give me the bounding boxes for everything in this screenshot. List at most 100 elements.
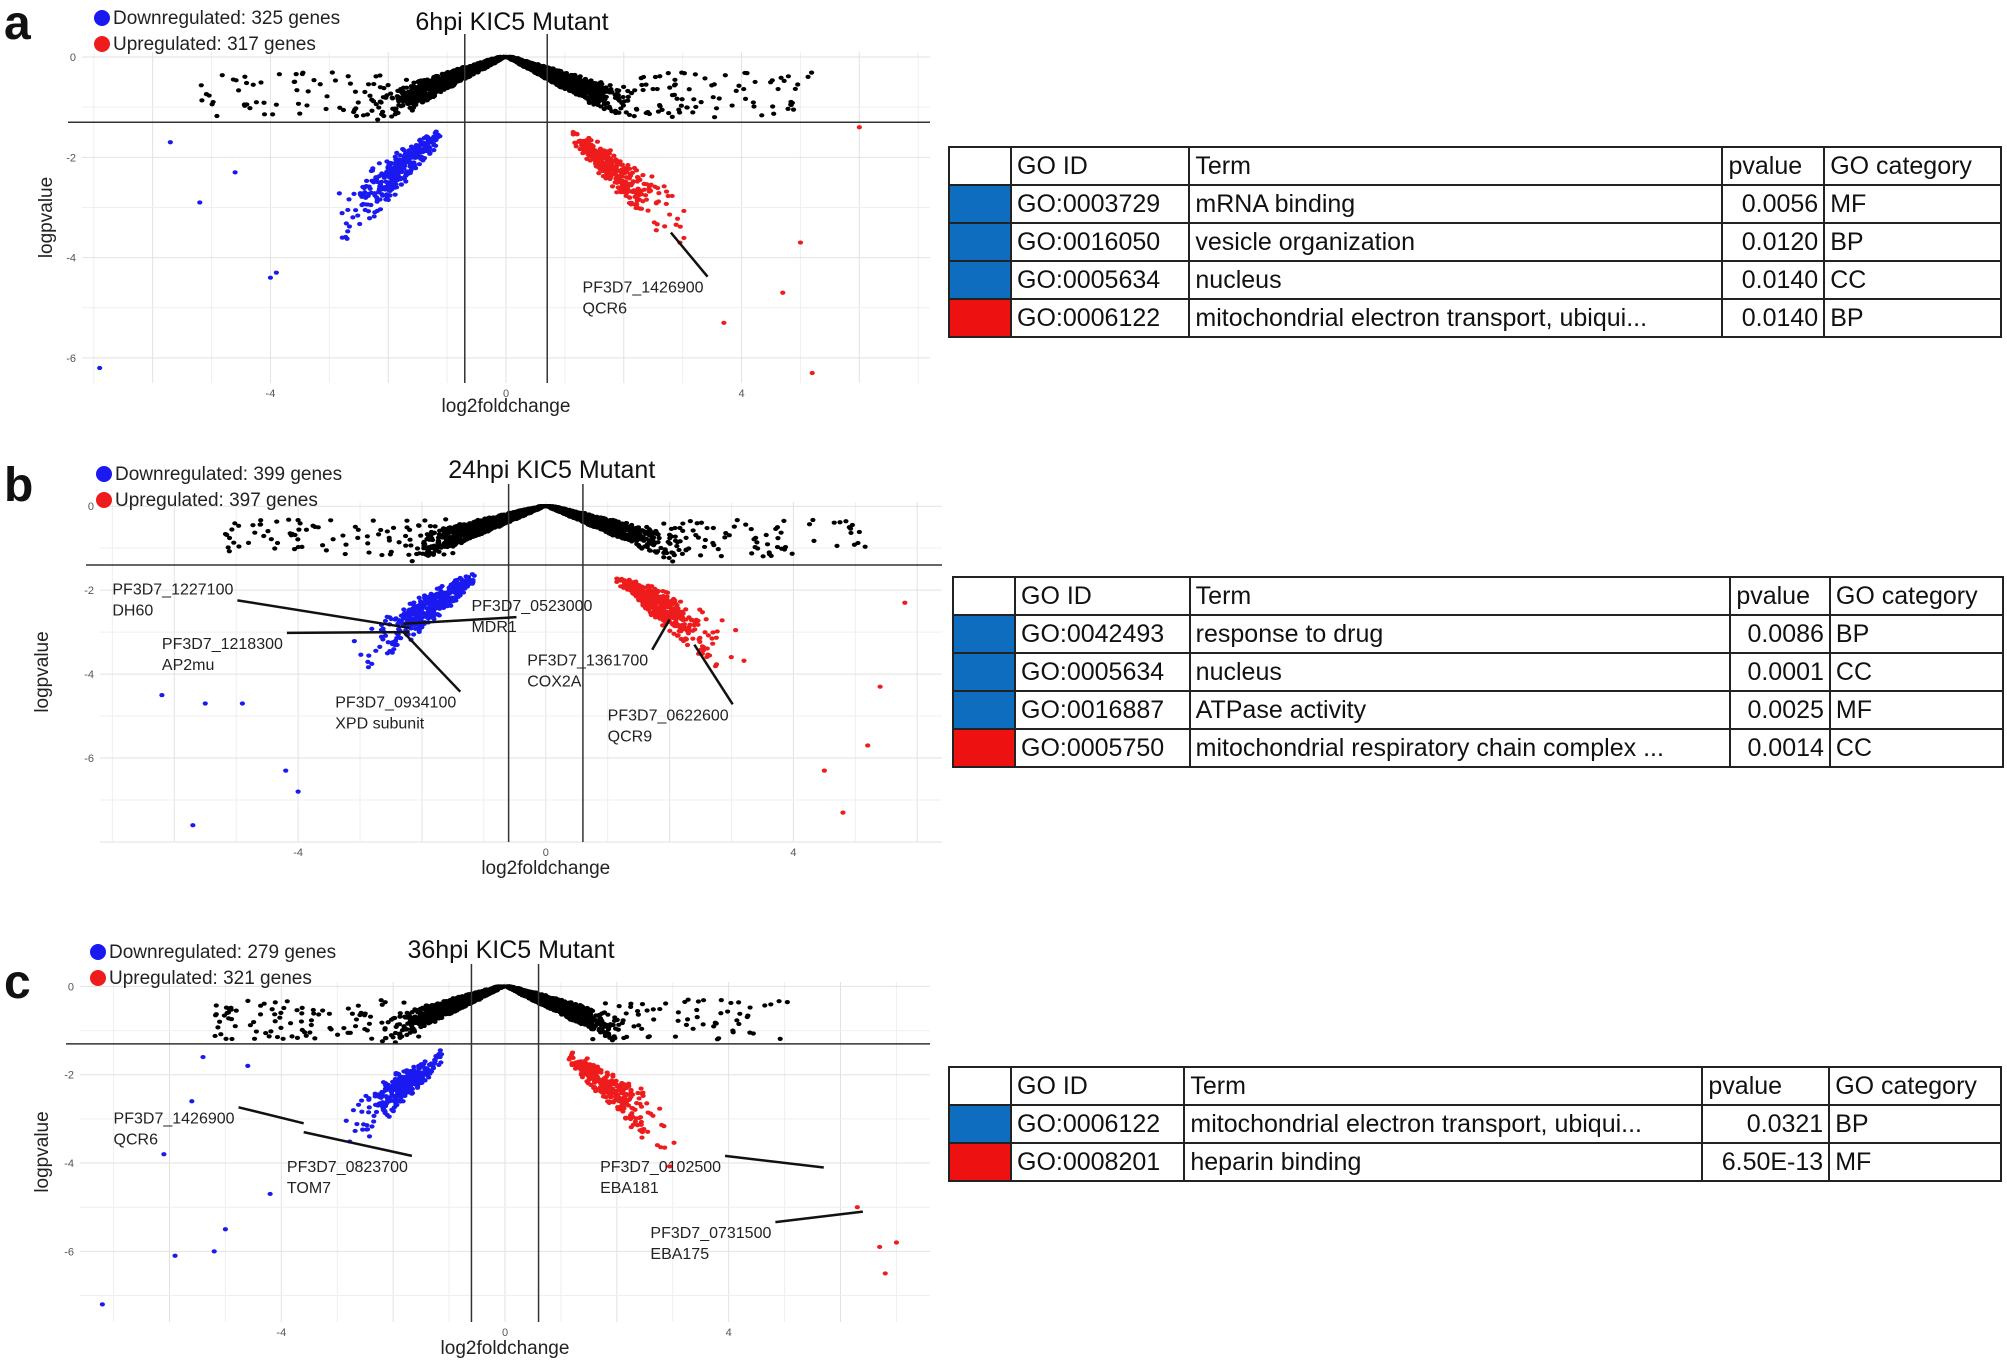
upregulated-point	[780, 290, 786, 295]
gene-point	[633, 106, 640, 111]
gene-point	[351, 107, 358, 112]
gene-point	[603, 85, 609, 90]
gene-point	[408, 100, 414, 105]
gene-point	[556, 83, 562, 89]
gene-point	[684, 105, 690, 110]
downregulated-point	[362, 190, 368, 195]
upregulated-point	[606, 164, 612, 169]
gene-point	[615, 97, 621, 102]
gene-point	[698, 100, 704, 105]
downregulated-point	[414, 153, 421, 158]
gene-point	[768, 80, 774, 85]
gene-point	[650, 86, 656, 92]
gene-point	[210, 99, 216, 105]
gene-point	[389, 96, 396, 101]
gene-point	[485, 60, 491, 65]
downregulated-swatch	[948, 260, 1012, 300]
upregulated-point	[654, 222, 660, 227]
upregulated-point	[642, 193, 649, 198]
gene-point	[591, 81, 598, 87]
chart-title: 6hpi KIC5 Mutant	[415, 8, 608, 36]
gene-point	[458, 68, 464, 73]
gene-point	[373, 102, 379, 107]
gene-point	[293, 72, 299, 77]
upregulated-point	[645, 208, 651, 213]
upregulated-point	[809, 370, 815, 376]
downregulated-point	[355, 213, 361, 218]
gene-point	[427, 96, 433, 101]
gene-point	[613, 109, 620, 114]
gene-point	[681, 71, 687, 76]
gene-point	[679, 97, 685, 102]
downregulated-point	[403, 160, 409, 165]
gene-point	[655, 549, 661, 554]
downregulated-swatch	[948, 222, 1012, 262]
downregulated-point	[425, 135, 431, 140]
downregulated-point	[397, 153, 403, 158]
gene-name-label: QCR6	[583, 301, 628, 318]
upregulated-point	[666, 212, 673, 217]
gene-point	[340, 107, 347, 113]
downregulated-point	[357, 221, 363, 227]
downregulated-point	[425, 142, 431, 148]
gene-point	[654, 86, 660, 92]
upregulated-swatch	[948, 298, 1012, 338]
upregulated-point	[624, 184, 630, 190]
upregulated-point	[607, 148, 613, 153]
upregulated-point	[656, 191, 662, 196]
gene-point	[667, 541, 673, 546]
gene-point	[549, 80, 555, 85]
downregulated-point	[368, 168, 374, 174]
gene-point	[667, 85, 673, 90]
gene-point	[258, 80, 264, 85]
gene-point	[432, 81, 438, 86]
gene-point	[744, 70, 750, 76]
gene-point	[400, 103, 406, 108]
downregulated-point	[343, 234, 349, 240]
go-id-cell: GO:0005634	[1009, 260, 1191, 300]
upregulated-point	[573, 141, 579, 146]
gene-point	[409, 108, 415, 113]
upregulated-point	[613, 172, 619, 177]
term-cell: vesicle organization	[1188, 222, 1724, 262]
y-tick-label: -6	[66, 353, 76, 365]
gene-point	[477, 66, 483, 71]
gene-point	[355, 100, 361, 105]
upregulated-point	[630, 189, 636, 195]
downregulated-point	[403, 179, 409, 184]
gene-point	[219, 73, 225, 78]
downregulated-point	[393, 172, 399, 178]
downregulated-point	[428, 138, 434, 143]
gene-point	[690, 110, 696, 115]
downregulated-point	[351, 191, 357, 197]
gene-point	[365, 82, 372, 87]
upregulated-point	[609, 184, 616, 189]
downregulated-point	[379, 171, 385, 176]
gene-point	[244, 102, 250, 107]
upregulated-point	[594, 157, 601, 163]
gene-point	[752, 79, 758, 85]
gene-point	[434, 74, 441, 80]
upregulated-point	[596, 171, 602, 176]
gene-point	[379, 112, 385, 117]
legend-label: Downregulated: 325 genes	[113, 8, 340, 29]
gene-point	[311, 78, 317, 83]
downregulated-point	[431, 142, 437, 148]
gene-point	[381, 86, 387, 91]
gene-point	[608, 87, 614, 92]
upregulated-point	[635, 176, 641, 181]
upregulated-point	[615, 158, 621, 164]
gene-point	[628, 91, 635, 96]
gene-point	[373, 74, 379, 79]
downregulated-point	[415, 148, 421, 153]
gene-point	[586, 95, 592, 100]
gene-point	[671, 83, 678, 88]
x-tick-label: -4	[266, 388, 276, 400]
gene-point	[403, 85, 410, 90]
downregulated-point	[383, 197, 389, 202]
